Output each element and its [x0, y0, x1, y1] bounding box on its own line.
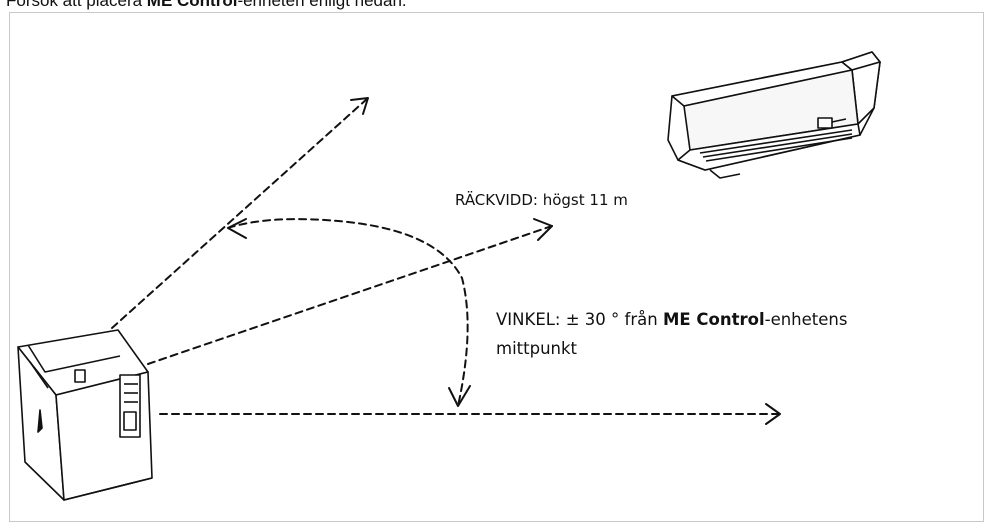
air-conditioner-illustration	[667, 51, 881, 179]
middle-arrowhead	[533, 218, 553, 241]
angle-label-prefix: VINKEL: ± 30 ° från	[496, 310, 663, 329]
upper-arrowhead	[350, 97, 369, 115]
center-arrowhead	[765, 403, 781, 425]
caption-product: ME Control	[146, 0, 238, 10]
angle-label-suffix: -enhetens	[764, 310, 848, 329]
arc-left-arrowhead	[227, 218, 247, 239]
caption-prefix: Försök att placera	[6, 0, 147, 10]
angle-label: VINKEL: ± 30 ° från ME Control-enhetens m…	[496, 305, 847, 363]
caption-suffix: -enheten enligt nedan.	[237, 0, 407, 10]
angle-arc	[227, 218, 469, 407]
upper-range-line	[111, 97, 369, 329]
angle-label-product: ME Control	[662, 310, 765, 329]
middle-range-line	[147, 225, 553, 365]
arc-bottom-arrowhead	[448, 385, 471, 407]
instruction-caption: Försök att placera ME Control-enheten en…	[6, 0, 407, 11]
range-label: RÄCKVIDD: högst 11 m	[455, 191, 628, 209]
me-control-device-illustration	[17, 329, 153, 501]
angle-label-line2: mittpunkt	[496, 339, 578, 358]
